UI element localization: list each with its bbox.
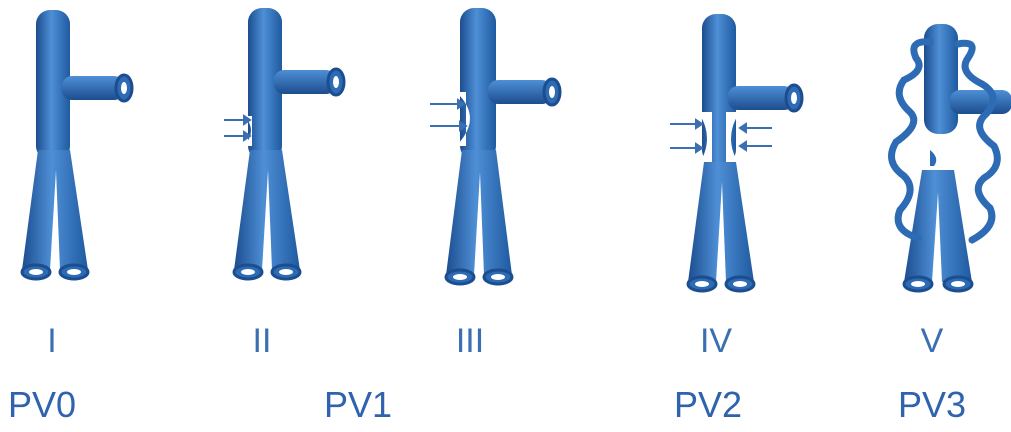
vein-figure-5: [892, 24, 1011, 291]
type-label-4: IV: [700, 322, 732, 361]
grade-label-pv2: PV2: [674, 384, 742, 426]
vein-figure-4: [670, 14, 802, 291]
portal-vein-diagram: [0, 0, 1011, 320]
vein-figure-1: [22, 10, 132, 279]
vein-figure-2: [224, 8, 344, 279]
type-label-2: II: [253, 322, 272, 361]
grade-label-pv1: PV1: [324, 384, 392, 426]
vein-figure-3: [430, 8, 560, 284]
grade-label-pv3: PV3: [898, 384, 966, 426]
grade-label-pv0: PV0: [8, 384, 76, 426]
type-label-3: III: [456, 322, 484, 361]
type-label-5: V: [921, 322, 944, 361]
compression-arrows: [224, 116, 250, 140]
type-label-1: I: [47, 322, 56, 361]
